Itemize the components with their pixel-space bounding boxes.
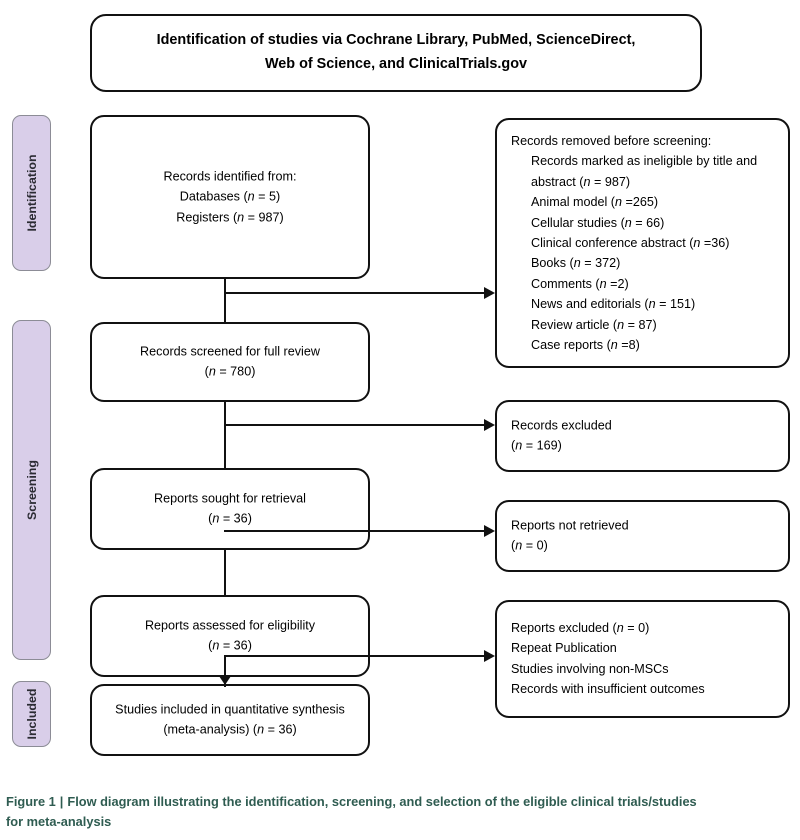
phase-label-screening: Screening <box>24 460 39 520</box>
box-reports-not-retrieved: Reports not retrieved (n = 0) <box>495 500 790 572</box>
reports-assessed-line-2: (n = 36) <box>208 639 252 653</box>
diagram-title-line-1: Identification of studies via Cochrane L… <box>156 32 636 49</box>
reports-excluded-item: Repeat Publication <box>511 641 617 656</box>
records-removed-item: Comments (n =2) <box>531 276 629 291</box>
box-reports-excluded: Reports excluded (n = 0) Repeat Publicat… <box>495 600 790 718</box>
records-removed-item: Case reports (n =8) <box>531 337 640 352</box>
records-excluded-line-1: Records excluded <box>511 418 612 433</box>
box-reports-assessed: Reports assessed for eligibility (n = 36… <box>90 595 370 677</box>
box-reports-sought: Reports sought for retrieval (n = 36) <box>90 468 370 550</box>
connector-assessed-to-reports-excluded <box>224 655 485 658</box>
records-screened-line-2: (n = 780) <box>204 365 256 379</box>
arrowhead-screened-to-excluded <box>484 419 495 431</box>
diagram-title-text: Identification of studies via Cochrane L… <box>92 29 700 77</box>
records-removed-item: abstract (n = 987) <box>531 174 631 189</box>
connector-identified-to-screened <box>224 279 227 322</box>
arrowhead-sought-to-not-retrieved <box>484 525 495 537</box>
reports-not-retrieved-line-2: (n = 0) <box>511 539 548 553</box>
arrowhead-assessed-to-reports-excluded <box>484 650 495 662</box>
box-studies-included: Studies included in quantitative synthes… <box>90 684 370 756</box>
caption-line-1: Flow diagram illustrating the identifica… <box>67 794 697 809</box>
records-identified-line-3: Registers (n = 987) <box>176 210 284 225</box>
records-removed-item: Books (n = 372) <box>531 256 621 271</box>
connector-screened-to-excluded <box>224 424 485 427</box>
studies-included-line-1: Studies included in quantitative synthes… <box>115 702 345 717</box>
records-removed-item: Review article (n = 87) <box>531 317 657 332</box>
reports-not-retrieved-line-1: Reports not retrieved <box>511 518 629 533</box>
studies-included-line-2: (meta-analysis) (n = 36) <box>163 723 297 737</box>
records-removed-item: Cellular studies (n = 66) <box>531 215 665 230</box>
box-records-removed-before-screening: Records removed before screening: Record… <box>495 118 790 368</box>
records-excluded-line-2: (n = 169) <box>511 439 562 453</box>
caption-line-2: for meta-analysis <box>6 813 112 829</box>
phase-badge-included: Included <box>12 681 51 747</box>
connector-identified-to-removed <box>224 292 485 295</box>
box-records-excluded: Records excluded (n = 169) <box>495 400 790 472</box>
connector-assessed-stem <box>224 655 227 680</box>
reports-sought-line-1: Reports sought for retrieval <box>154 491 306 506</box>
figure-label: Figure 1 <box>6 794 56 809</box>
connector-sought-to-not-retrieved <box>224 530 485 533</box>
phase-label-identification: Identification <box>24 154 39 232</box>
diagram-title-line-2: Web of Science, and ClinicalTrials.gov <box>264 56 528 72</box>
phase-label-included: Included <box>24 688 39 740</box>
records-removed-item: Records marked as ineligible by title an… <box>531 154 758 169</box>
arrowhead-identified-to-removed <box>484 287 495 299</box>
phase-badge-screening: Screening <box>12 320 51 660</box>
caption-separator: | <box>59 794 64 809</box>
arrowhead-into-studies-included <box>219 676 231 685</box>
reports-excluded-item: Studies involving non-MSCs <box>511 662 669 676</box>
records-removed-item: News and editorials (n = 151) <box>531 296 696 311</box>
records-identified-line-2: Databases (n = 5) <box>179 189 281 204</box>
figure-caption: Figure 1|Flow diagram illustrating the i… <box>6 792 794 832</box>
diagram-title-box: Identification of studies via Cochrane L… <box>90 14 702 92</box>
records-removed-item: Animal model (n =265) <box>531 195 659 210</box>
connector-sought-to-assessed <box>224 550 227 595</box>
reports-sought-line-2: (n = 36) <box>208 512 252 526</box>
records-removed-item: Clinical conference abstract (n =36) <box>531 235 730 250</box>
box-records-screened: Records screened for full review (n = 78… <box>90 322 370 402</box>
records-screened-line-1: Records screened for full review <box>140 344 320 359</box>
phase-badge-identification: Identification <box>12 115 51 271</box>
box-records-identified: Records identified from: Databases (n = … <box>90 115 370 279</box>
reports-excluded-item: Records with insufficient outcomes <box>511 682 705 697</box>
records-removed-heading: Records removed before screening: <box>511 133 712 148</box>
connector-screened-to-sought <box>224 402 227 468</box>
records-identified-line-1: Records identified from: <box>163 169 297 184</box>
reports-assessed-line-1: Reports assessed for eligibility <box>144 618 316 633</box>
reports-excluded-item: Reports excluded (n = 0) <box>511 621 650 636</box>
